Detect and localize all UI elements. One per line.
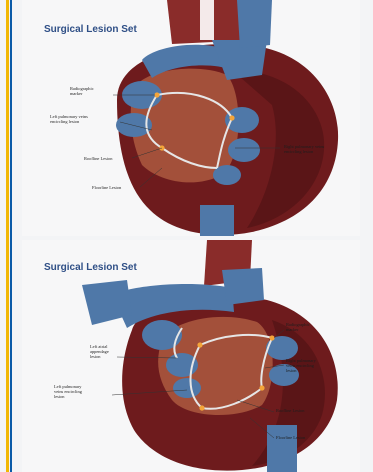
marker-dot	[229, 115, 234, 120]
label-roofline-lesion: Roofline Lesion	[276, 408, 304, 413]
panel-bottom-lateral-view: Surgical Lesion Set Left atrial appendag…	[22, 240, 360, 472]
heart-illustration-bottom	[22, 240, 360, 472]
label-left-pulmonary-lesion: Left pulmonary veins encircling lesion	[50, 114, 88, 124]
label-roofline-lesion: Roofline Lesion	[84, 156, 112, 161]
panel-title: Surgical Lesion Set	[44, 262, 137, 273]
panel-title: Surgical Lesion Set	[44, 24, 137, 35]
label-left-atrial-appendage-lesion: Left atrial appendage lesion	[90, 344, 109, 359]
label-left-pulmonary-lesion: Left pulmonary veins encircling lesion	[54, 384, 82, 399]
panel-top-posterior-view: Surgical Lesion Set Radiographic marker …	[22, 0, 360, 236]
marker-dot	[154, 92, 159, 97]
label-radiographic-marker: Radiographic marker	[70, 86, 94, 96]
marker-dot	[199, 405, 204, 410]
marker-dot	[269, 335, 274, 340]
blue-border-stripe	[10, 0, 12, 472]
marker-dot	[197, 342, 202, 347]
label-right-pulmonary-lesion: Right pulmonary veins encircling lesion	[284, 144, 324, 154]
label-floorline-lesion: Floorline Lesion	[92, 185, 121, 190]
marker-dot	[259, 385, 264, 390]
label-right-pulmonary-lesion: Right pulmonary veins encircling lesion	[286, 358, 316, 373]
label-radiographic-marker: Radiographic marker	[286, 322, 310, 332]
label-floorline-lesion: Floorline Lesion	[276, 435, 305, 440]
yellow-border-stripe	[6, 0, 9, 472]
